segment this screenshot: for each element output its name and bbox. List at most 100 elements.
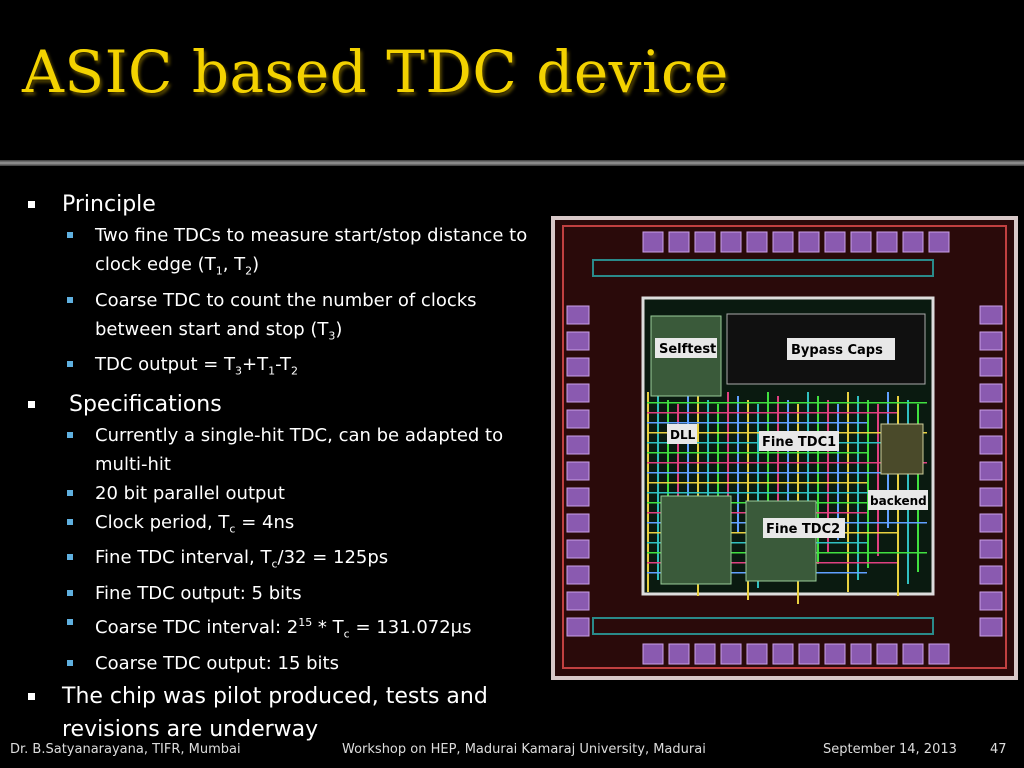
route-horizontal: [647, 462, 927, 464]
label-bypass-caps: Bypass Caps: [791, 343, 883, 358]
route-horizontal: [647, 412, 897, 414]
route-vertical: [857, 396, 859, 580]
route-vertical: [737, 396, 739, 532]
bond-pad: [979, 331, 1003, 351]
bullet-final: The chip was pilot produced, tests and r…: [28, 680, 553, 746]
route-vertical: [657, 396, 659, 580]
bond-pad: [566, 539, 590, 559]
bond-pad: [566, 565, 590, 585]
label-box-fine-tdc2: [763, 518, 845, 538]
bond-pad: [566, 513, 590, 533]
route-vertical: [827, 400, 829, 552]
sub-bullet: Coarse TDC interval: 215 * Tc = 131.072μ…: [28, 608, 553, 649]
sub-bullet-marker: [67, 518, 73, 525]
footer-author: Dr. B.Satyanarayana, TIFR, Mumbai: [10, 742, 241, 757]
bond-pad: [979, 357, 1003, 377]
bond-pad: [902, 643, 924, 665]
sub-bullet-marker: [67, 232, 73, 238]
route-vertical: [677, 404, 679, 556]
bond-pad: [566, 383, 590, 403]
sub-bullet-marker: [67, 589, 73, 596]
sub-bullet: Clock period, Tc = 4ns: [28, 508, 553, 544]
bond-pad: [979, 461, 1003, 481]
route-vertical: [667, 400, 669, 568]
route-horizontal: [647, 472, 897, 474]
sub-bullet: Fine TDC output: 5 bits: [28, 579, 553, 608]
label-dll: DLL: [670, 428, 696, 442]
label-box-bypass: [787, 338, 895, 360]
route-vertical: [877, 404, 879, 556]
route-vertical: [747, 400, 749, 600]
route-horizontal: [647, 402, 927, 404]
bond-pad: [566, 331, 590, 351]
bond-pad: [746, 643, 768, 665]
sub-bullet-marker: [67, 618, 73, 625]
footer-page-number: 47: [990, 742, 1007, 757]
route-vertical: [867, 400, 869, 568]
sub-bullet-marker: [67, 361, 73, 368]
bond-pad: [979, 513, 1003, 533]
bond-pad: [566, 435, 590, 455]
label-fine-tdc1: Fine TDC1: [762, 435, 836, 450]
bond-pad: [772, 231, 794, 253]
label-box-backend: [868, 490, 928, 510]
sub-bullet: 20 bit parallel output: [28, 479, 553, 508]
footer-date: September 14, 2013: [823, 742, 957, 757]
backend-logic-block: [880, 423, 924, 475]
route-vertical: [807, 392, 809, 576]
bond-pad: [668, 231, 690, 253]
bond-pad: [876, 643, 898, 665]
route-vertical: [767, 392, 769, 560]
bond-pad: [979, 539, 1003, 559]
label-box-dll: [667, 424, 697, 444]
title-divider: [0, 160, 1024, 166]
bond-pad: [979, 409, 1003, 429]
io-pads: [566, 231, 1003, 665]
route-vertical: [687, 392, 689, 528]
fine-tdc-left-block: [660, 495, 732, 585]
bond-pad: [824, 231, 846, 253]
bond-pad: [642, 231, 664, 253]
bond-pad: [566, 617, 590, 637]
route-vertical: [757, 404, 759, 588]
route-vertical: [917, 404, 919, 572]
bond-pad: [566, 591, 590, 611]
bullet-marker: [28, 201, 35, 208]
pad-ring-bottom: [592, 617, 934, 635]
sub-bullet-marker: [67, 431, 73, 438]
route-horizontal: [647, 452, 867, 454]
route-horizontal: [647, 422, 867, 424]
bond-pad: [824, 643, 846, 665]
sub-bullet: Coarse TDC output: 15 bits: [28, 649, 553, 678]
bond-pad: [720, 231, 742, 253]
bond-pad: [798, 643, 820, 665]
sub-bullet: Coarse TDC to count the number of clocks…: [28, 286, 553, 351]
bond-pad: [928, 231, 950, 253]
bond-pad: [566, 461, 590, 481]
pad-ring-top: [592, 259, 934, 277]
label-backend: backend: [870, 494, 927, 508]
bond-pad: [979, 487, 1003, 507]
bond-pad: [642, 643, 664, 665]
route-vertical: [717, 404, 719, 572]
sub-bullet-marker: [67, 554, 73, 561]
bond-pad: [979, 435, 1003, 455]
footer-event: Workshop on HEP, Madurai Kamaraj Univers…: [342, 742, 706, 757]
bond-pad: [746, 231, 768, 253]
bond-pad: [798, 231, 820, 253]
route-horizontal: [647, 492, 927, 494]
chip-layout-image: Selftest Bypass Caps DLL Fine TDC1 backe…: [551, 216, 1018, 680]
label-box-selftest: [655, 338, 717, 358]
bond-pad: [876, 231, 898, 253]
bond-pad: [566, 357, 590, 377]
bond-pad: [979, 383, 1003, 403]
label-selftest: Selftest: [659, 342, 716, 357]
bullet-specifications: Specifications: [28, 388, 553, 421]
bond-pad: [979, 591, 1003, 611]
sub-bullet: TDC output = T3+T1-T2: [28, 350, 553, 386]
bond-pad: [928, 643, 950, 665]
sub-bullet-marker: [67, 659, 73, 666]
bond-pad: [566, 409, 590, 429]
bond-pad: [694, 643, 716, 665]
bullet-marker: [28, 692, 35, 700]
